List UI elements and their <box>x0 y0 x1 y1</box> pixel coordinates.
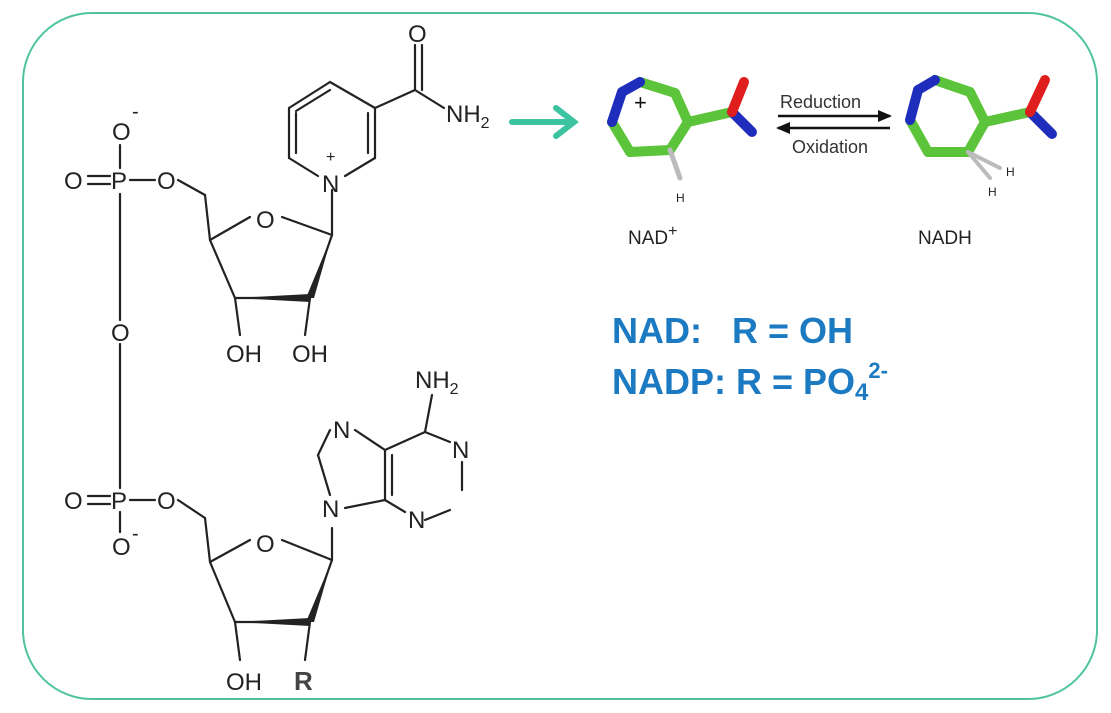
adenine-nh2-label: NH2 <box>415 367 459 398</box>
phosphate-top-o-minus-label: O <box>112 119 131 146</box>
adenine-n-label: N <box>322 496 339 523</box>
amide-nh2-label: NH2 <box>446 101 490 132</box>
pyridinium-n-label: N <box>322 171 339 198</box>
phosphate-top-minus-label: - <box>132 101 139 123</box>
phosphate-bottom-o-minus-label: O <box>112 534 131 561</box>
amide-oxygen-label: O <box>408 21 427 48</box>
green-arrow-icon <box>509 105 579 139</box>
structure-labels: O NH2 N + O OH OH O - O P O O O P O O - … <box>64 21 490 696</box>
nad-plus-charge-label: + <box>634 90 647 115</box>
nadh-molecule: H H <box>905 75 1057 199</box>
phosphate-bottom-o-eq-label: O <box>64 488 83 515</box>
pyridinium-plus-label: + <box>326 149 335 166</box>
nad-formula: NAD: R = OH <box>612 310 854 351</box>
ribose-bottom-oxygen-label: O <box>256 531 275 558</box>
reduction-label: Reduction <box>780 92 861 112</box>
oxidation-label: Oxidation <box>792 137 868 157</box>
ribose-top-oh-left-label: OH <box>226 341 262 368</box>
r-group-label: R <box>294 666 313 696</box>
phosphate-bottom-p-label: P <box>111 488 127 515</box>
phosphate-top-o-eq-label: O <box>64 168 83 195</box>
ribose-bottom-oh-label: OH <box>226 669 262 696</box>
nadh-hydrogen-label: H <box>988 185 997 199</box>
nad-plus-caption: NAD+ <box>628 223 677 249</box>
nad-hydrogen-label: H <box>676 191 685 205</box>
ribose-top-oh-right-label: OH <box>292 341 328 368</box>
wedge-bonds <box>235 235 332 626</box>
frame-border <box>22 12 1098 700</box>
skeletal-formula <box>86 43 464 662</box>
phosphate-bottom-minus-label: - <box>132 523 139 545</box>
phosphate-top-p-label: P <box>111 168 127 195</box>
nad-plus-molecule: + H <box>607 77 757 205</box>
nadh-caption: NADH <box>918 228 972 249</box>
adenine-n-label: N <box>408 507 425 534</box>
phosphate-top-o-link-label: O <box>157 168 176 195</box>
nadp-formula: NADP: R = PO42- <box>612 358 888 406</box>
phosphate-bottom-o-link-label: O <box>157 488 176 515</box>
nadh-hydrogen-label: H <box>1006 165 1015 179</box>
equilibrium-arrows-icon <box>776 110 892 134</box>
bridge-oxygen-label: O <box>111 320 130 347</box>
adenine-n-label: N <box>333 417 350 444</box>
adenine-n-label: N <box>452 437 469 464</box>
ribose-top-oxygen-label: O <box>256 207 275 234</box>
